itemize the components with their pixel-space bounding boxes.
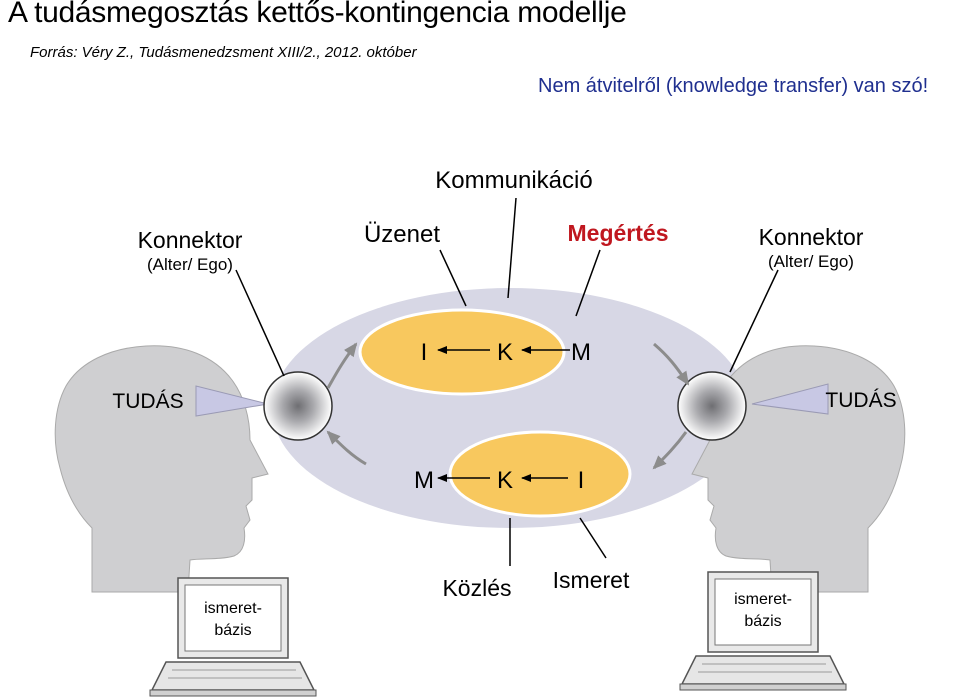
arrow-top-right bbox=[653, 342, 690, 386]
label-megertes: Megértés bbox=[568, 220, 669, 246]
label-kozles: Közlés bbox=[442, 575, 511, 601]
arrow-bottom-left bbox=[326, 430, 367, 466]
left-laptop-text-line2: bázis bbox=[214, 622, 251, 639]
source-citation: Forrás: Véry Z., Tudásmenedzsment XIII/2… bbox=[30, 44, 417, 61]
left-laptop bbox=[149, 577, 317, 697]
label-konnektor-left: Konnektor bbox=[138, 227, 243, 253]
pointer-ismeret bbox=[579, 517, 607, 559]
top-flow-ellipse bbox=[358, 308, 566, 396]
left-connector-ball bbox=[263, 371, 333, 441]
label-alter-ego-right: (Alter/ Ego) bbox=[768, 252, 854, 271]
page-title: A tudásmegosztás kettős-kontingencia mod… bbox=[8, 0, 627, 29]
left-laptop-text-line1: ismeret- bbox=[204, 600, 262, 617]
bottom-flow-m: M bbox=[414, 467, 434, 494]
bottom-flow-ellipse bbox=[448, 430, 632, 518]
top-flow-i: I bbox=[421, 339, 428, 366]
label-ismeret: Ismeret bbox=[553, 567, 630, 593]
top-flow-k: K bbox=[497, 339, 513, 366]
bottom-flow-i: I bbox=[578, 467, 585, 494]
left-beam bbox=[195, 385, 269, 417]
label-tudas-right: TUDÁS bbox=[825, 389, 896, 412]
bottom-flow-k: K bbox=[497, 467, 513, 494]
label-uzenet: Üzenet bbox=[364, 221, 440, 248]
pointer-uzenet bbox=[439, 249, 467, 307]
top-flow-m: M bbox=[571, 339, 591, 366]
pointer-konnektor-right bbox=[729, 269, 779, 373]
arrow-top-left bbox=[326, 342, 358, 389]
right-laptop-text-line1: ismeret- bbox=[734, 591, 792, 608]
label-konnektor-right: Konnektor bbox=[759, 224, 864, 250]
pointer-kommunikacio bbox=[507, 197, 517, 299]
right-beam bbox=[751, 383, 829, 415]
right-laptop-text-line2: bázis bbox=[744, 613, 781, 630]
pointer-konnektor-left bbox=[235, 269, 285, 377]
pointer-megertes bbox=[575, 249, 601, 317]
arrow-bottom-right bbox=[652, 431, 688, 470]
label-alter-ego-left: (Alter/ Ego) bbox=[147, 255, 233, 274]
label-tudas-left: TUDÁS bbox=[112, 390, 183, 413]
label-kommunikacio: Kommunikáció bbox=[435, 167, 592, 194]
right-connector-ball bbox=[677, 371, 747, 441]
note-text: Nem átvitelről (knowledge transfer) van … bbox=[538, 75, 929, 97]
right-laptop bbox=[679, 571, 847, 691]
left-head-silhouette bbox=[54, 345, 269, 593]
